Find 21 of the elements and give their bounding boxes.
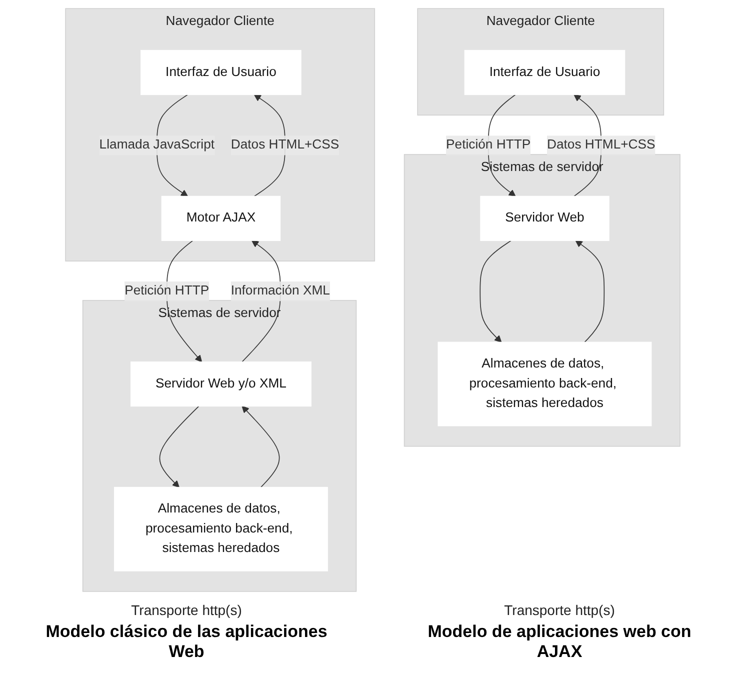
node-box: Almacenes de datos, procesamiento back-end, sistemas heredados — [114, 486, 328, 572]
arrow — [160, 406, 200, 488]
arrow — [480, 240, 512, 343]
edge-label: Petición HTTP — [124, 284, 210, 298]
arrow — [576, 240, 605, 343]
node-box: Motor AJAX — [162, 196, 281, 241]
transport-label: Transporte http(s) — [131, 602, 242, 618]
node-box: Almacenes de datos, procesamiento back-end, sistemas heredados — [438, 342, 652, 426]
node-box: Servidor Web y/o XML — [130, 361, 312, 407]
edge-label: Llamada JavaScript — [100, 138, 215, 152]
edge-label: Petición HTTP — [446, 138, 531, 152]
arrow — [242, 406, 280, 488]
edge-label: Datos HTML+CSS — [231, 138, 340, 152]
node-box: Servidor Web — [480, 196, 610, 241]
node-box: Interfaz de Usuario — [464, 50, 626, 96]
caption: Modelo de aplicaciones web con AJAX — [426, 622, 692, 662]
node-box: Interfaz de Usuario — [140, 50, 302, 96]
edge-label: Datos HTML+CSS — [547, 138, 656, 152]
edge-label: Información XML — [231, 284, 330, 298]
caption: Modelo clásico de las aplicaciones Web — [44, 622, 328, 662]
transport-label: Transporte http(s) — [504, 602, 615, 618]
